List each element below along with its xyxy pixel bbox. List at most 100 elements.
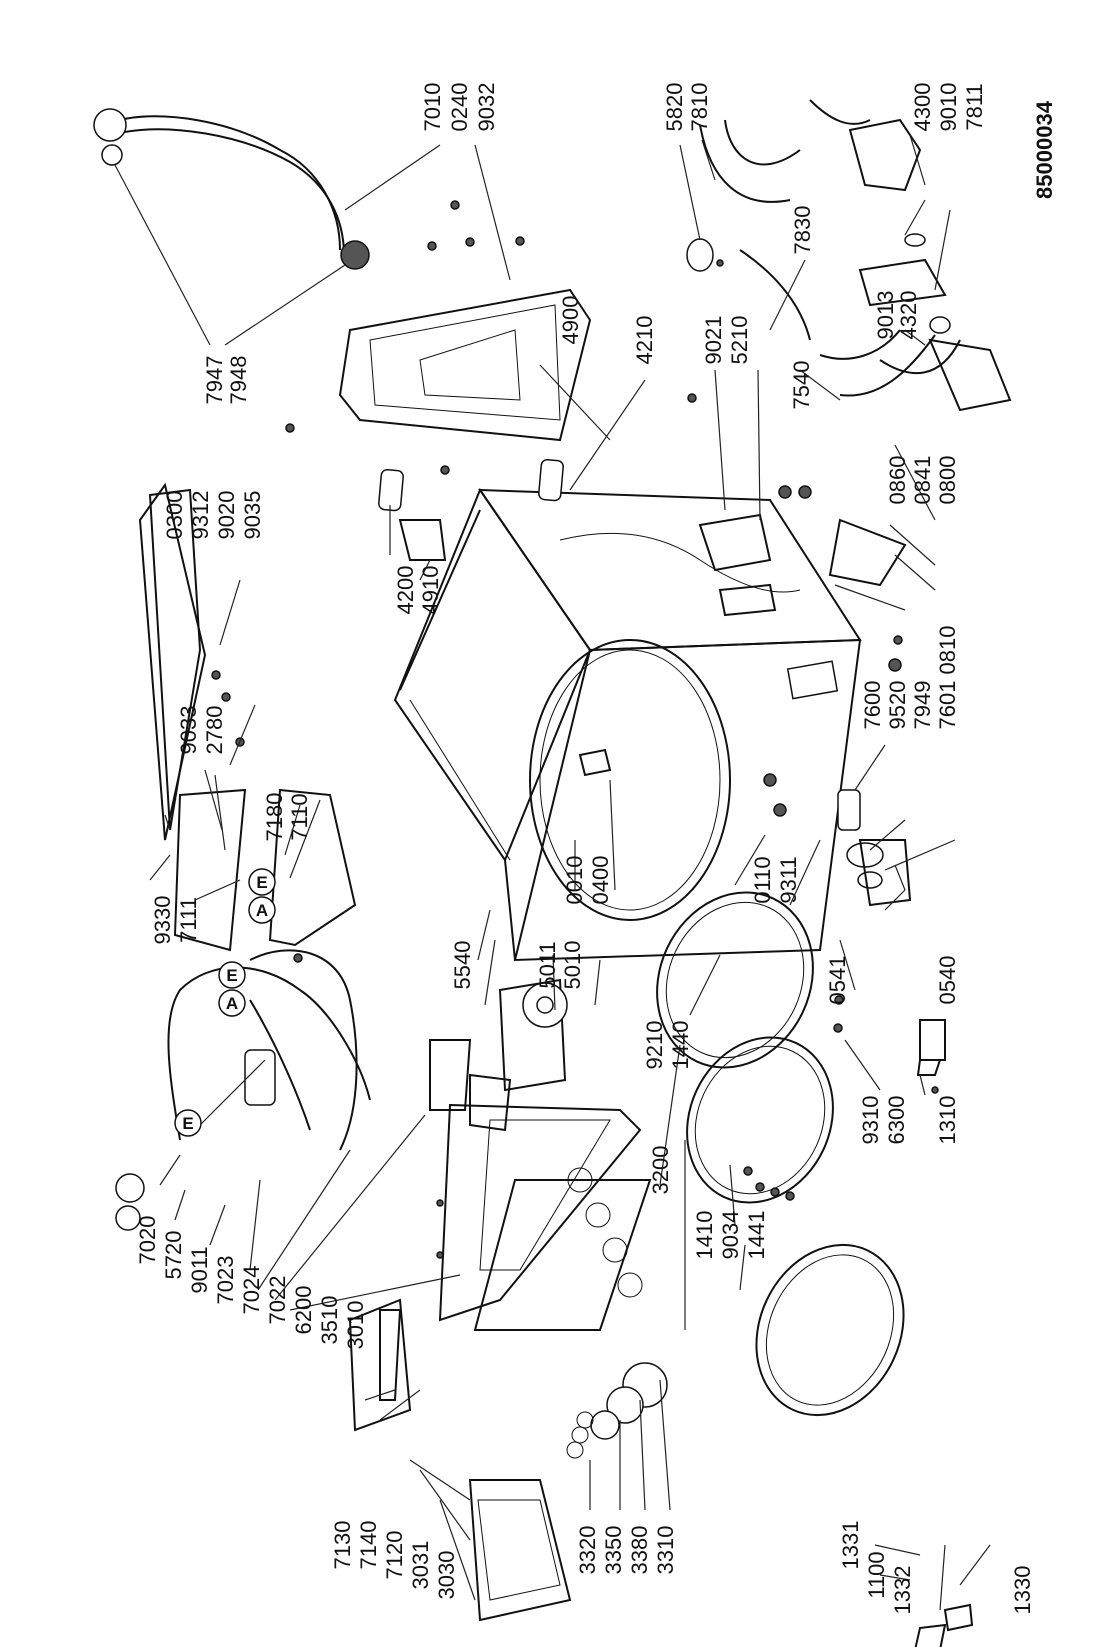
label-9311: 9311 <box>776 856 801 903</box>
label-4200: 4200 <box>393 566 418 615</box>
label-3320: 3320 <box>575 1526 600 1575</box>
label-7140: 7140 <box>356 1521 381 1570</box>
marker-a-drawer-label: A <box>256 901 268 920</box>
leader-lines <box>114 134 991 1611</box>
label-5011: 5011 <box>535 941 560 988</box>
label-9520: 9520 <box>885 681 910 730</box>
part-labels: 85000034 7947 7948 7010 0240 9032 5820 7… <box>135 83 1057 1615</box>
label-3350: 3350 <box>601 1526 626 1575</box>
marker-e-inlet-label: E <box>182 1114 193 1133</box>
label-6300: 6300 <box>884 1096 909 1145</box>
label-7023: 7023 <box>213 1256 238 1305</box>
label-7120: 7120 <box>382 1531 407 1580</box>
label-0540: 0540 <box>935 956 960 1005</box>
label-1100: 1100 <box>864 1551 889 1598</box>
label-5720: 5720 <box>161 1231 186 1280</box>
marker-e-hose: E <box>218 961 246 989</box>
label-7022: 7022 <box>265 1276 290 1325</box>
label-7600: 7600 <box>860 681 885 730</box>
seals-and-rings <box>656 891 905 1417</box>
label-0240: 0240 <box>447 83 472 132</box>
marker-e-inlet: E <box>174 1109 202 1137</box>
pump-assembly <box>686 118 1012 412</box>
connection-markers: E A E A E <box>174 868 276 1137</box>
label-1331: 1331 <box>838 1521 863 1570</box>
label-9010: 9010 <box>936 83 961 132</box>
label-9033: 9033 <box>176 706 201 755</box>
label-1410: 1410 <box>692 1211 717 1260</box>
marker-e-hose-label: E <box>226 966 237 985</box>
label-0810: 0810 <box>935 626 960 675</box>
label-7830: 7830 <box>790 206 815 255</box>
marker-a-hose: A <box>218 989 246 1017</box>
label-5010: 5010 <box>560 941 585 990</box>
label-9210: 9210 <box>642 1021 667 1070</box>
label-9032: 9032 <box>474 83 499 132</box>
label-2780: 2780 <box>202 706 227 755</box>
label-9312: 9312 <box>188 491 213 540</box>
label-4320: 4320 <box>896 291 921 340</box>
label-3010: 3010 <box>343 1301 368 1350</box>
label-4300: 4300 <box>910 83 935 132</box>
label-7180: 7180 <box>262 793 287 842</box>
label-9021: 9021 <box>701 316 726 365</box>
label-7130: 7130 <box>330 1521 355 1570</box>
label-7020: 7020 <box>135 1216 160 1265</box>
control-panel <box>348 1103 668 1622</box>
label-7111: 7111 <box>176 897 201 943</box>
label-9020: 9020 <box>214 491 239 540</box>
screws <box>211 200 939 1259</box>
label-0010: 0010 <box>562 856 587 905</box>
label-0800: 0800 <box>935 456 960 505</box>
label-3310: 3310 <box>653 1526 678 1575</box>
small-components <box>378 458 974 1647</box>
label-7948: 7948 <box>226 356 251 405</box>
label-0300: 0300 <box>162 491 187 540</box>
label-5540: 5540 <box>450 941 475 990</box>
label-9034: 9034 <box>718 1211 743 1260</box>
label-9013: 9013 <box>873 291 898 340</box>
label-7540: 7540 <box>789 361 814 410</box>
label-7949: 7949 <box>910 681 935 730</box>
marker-e-drawer-label: E <box>256 873 267 892</box>
label-5210: 5210 <box>727 316 752 365</box>
label-0110: 0110 <box>750 856 775 903</box>
label-9035: 9035 <box>240 491 265 540</box>
label-0541: 0541 <box>825 956 850 1005</box>
label-1332: 1332 <box>890 1566 915 1615</box>
hoses <box>93 99 961 1231</box>
label-9330: 9330 <box>150 896 175 945</box>
label-3380: 3380 <box>627 1526 652 1575</box>
parts-drawing <box>93 99 1012 1647</box>
label-6200: 6200 <box>291 1286 316 1335</box>
label-9310: 9310 <box>858 1096 883 1145</box>
label-0860: 0860 <box>885 456 910 505</box>
label-1441: 1441 <box>744 1211 769 1260</box>
document-code: 85000034 <box>1032 100 1057 199</box>
label-1440: 1440 <box>668 1021 693 1070</box>
label-7024: 7024 <box>239 1266 264 1315</box>
top-cover-frame <box>138 288 592 841</box>
label-5820: 5820 <box>662 83 687 132</box>
label-7811: 7811 <box>962 83 987 130</box>
marker-a-drawer: A <box>248 896 276 924</box>
label-4210: 4210 <box>632 316 657 365</box>
label-7810: 7810 <box>687 83 712 132</box>
label-7110: 7110 <box>287 793 312 840</box>
label-9011: 9011 <box>187 1246 212 1293</box>
label-3031: 3031 <box>408 1541 433 1590</box>
marker-a-hose-label: A <box>226 994 238 1013</box>
label-1310: 1310 <box>935 1096 960 1145</box>
label-4910: 4910 <box>418 566 443 615</box>
label-7010: 7010 <box>420 83 445 132</box>
label-4900: 4900 <box>558 296 583 345</box>
label-7947: 7947 <box>202 356 227 405</box>
label-3200: 3200 <box>648 1146 673 1195</box>
label-3030: 3030 <box>434 1551 459 1600</box>
marker-e-drawer: E <box>248 868 276 896</box>
label-1330: 1330 <box>1010 1566 1035 1615</box>
label-3510: 3510 <box>317 1296 342 1345</box>
label-7601: 7601 <box>935 681 960 730</box>
label-0400: 0400 <box>588 856 613 905</box>
